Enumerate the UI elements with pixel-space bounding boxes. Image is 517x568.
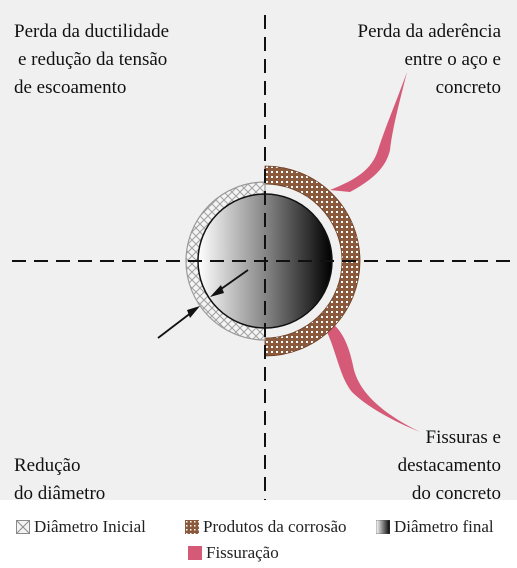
quadrant-top-left: Perda da ductilidade e redução da tensão… (14, 21, 170, 98)
legend-item-corrosion: Produtos da corrosão (185, 517, 347, 537)
pink-square-icon (188, 546, 202, 560)
corrosion-diagram (12, 15, 512, 500)
arrow-outer-head (187, 306, 200, 318)
dotted-brown-square-icon (185, 520, 199, 534)
hatched-square-icon (16, 520, 30, 534)
crack-lower (326, 320, 420, 432)
gradient-square-icon (376, 520, 390, 534)
quadrant-bottom-left: Redução do diâmetro (14, 455, 106, 504)
legend-item-crack: Fissuração (188, 543, 279, 563)
legend-item-final: Diâmetro final (376, 517, 494, 537)
legend-item-initial: Diâmetro Inicial (16, 517, 146, 537)
crack-upper (330, 72, 407, 192)
quadrant-bottom-right: Fissuras e destacamento do concreto (397, 427, 501, 504)
quadrant-top-right: Perda da aderência entre o aço e concret… (357, 21, 501, 98)
arrow-inner-head (210, 285, 224, 297)
